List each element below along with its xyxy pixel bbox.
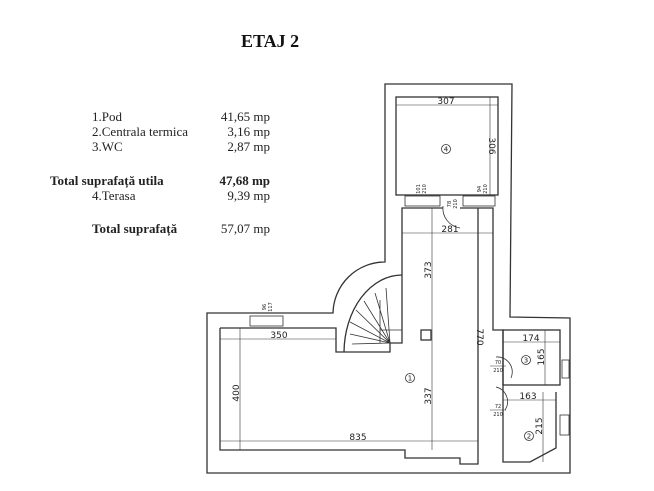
window xyxy=(559,414,570,436)
window xyxy=(249,315,284,327)
room-number-ct: 2 xyxy=(527,433,531,441)
area-value: 57,07 mp xyxy=(220,221,270,236)
dim-label: 400 xyxy=(232,384,242,401)
door-height: 210 xyxy=(493,368,503,374)
column xyxy=(420,329,432,341)
dimension-labels: 307 306 281 373 350 400 337 835 770 174 … xyxy=(232,97,547,443)
door-width: 78 xyxy=(447,201,453,207)
room-number-wc: 3 xyxy=(524,357,528,365)
dim-label: 770 xyxy=(474,328,484,345)
terasa-room xyxy=(395,96,499,196)
door-height: 210 xyxy=(453,199,459,209)
dim-label: 174 xyxy=(522,334,539,344)
stair-treads xyxy=(349,287,402,345)
area-value: 47,68 mp xyxy=(219,173,270,188)
door-height: 210 xyxy=(483,184,489,194)
area-value: 41,65 mp xyxy=(220,109,270,124)
door-swing xyxy=(495,356,513,379)
door-swing xyxy=(495,386,508,411)
area-label: Total suprafață utila xyxy=(50,173,164,188)
dim-label: 307 xyxy=(437,97,454,107)
dim-label: 281 xyxy=(441,225,458,235)
window xyxy=(462,195,496,207)
dim-label: 165 xyxy=(537,348,547,365)
dim-label: 163 xyxy=(519,392,536,402)
dim-label: 215 xyxy=(535,417,545,434)
area-label: 4.Terasa xyxy=(92,188,136,203)
dim-label: 373 xyxy=(424,261,434,278)
window-height: 117 xyxy=(268,302,274,312)
dim-label: 835 xyxy=(349,433,366,443)
dim-label: 337 xyxy=(424,387,434,404)
stair-wall xyxy=(343,274,403,353)
door-swing xyxy=(442,205,461,229)
main-room-inner xyxy=(219,207,557,465)
area-value: 3,16 mp xyxy=(227,124,270,139)
room-number-terasa: 4 xyxy=(444,146,449,154)
door-width: 101 xyxy=(416,184,422,194)
window xyxy=(561,359,570,379)
room-number-pod: 1 xyxy=(408,375,412,383)
area-label: Total suprafață xyxy=(92,221,178,236)
door-width: 94 xyxy=(477,186,483,192)
dim-label: 306 xyxy=(486,137,496,154)
door-height: 210 xyxy=(493,412,503,418)
plan-title: ETAJ 2 xyxy=(241,31,300,51)
room-numbers xyxy=(405,144,534,441)
outer-wall xyxy=(206,83,571,474)
window xyxy=(404,195,441,207)
area-label: 2.Centrala termica xyxy=(92,124,189,139)
area-label: 1.Pod xyxy=(92,109,122,124)
dimension-lines xyxy=(220,97,560,464)
window-width: 96 xyxy=(262,304,268,310)
door-width: 70 xyxy=(495,360,501,366)
door-width: 72 xyxy=(495,404,501,410)
area-value: 2,87 mp xyxy=(227,139,270,154)
area-value: 9,39 mp xyxy=(227,188,270,203)
area-label: 3.WC xyxy=(92,139,123,154)
dim-label: 350 xyxy=(270,331,287,341)
door-height: 210 xyxy=(422,184,428,194)
